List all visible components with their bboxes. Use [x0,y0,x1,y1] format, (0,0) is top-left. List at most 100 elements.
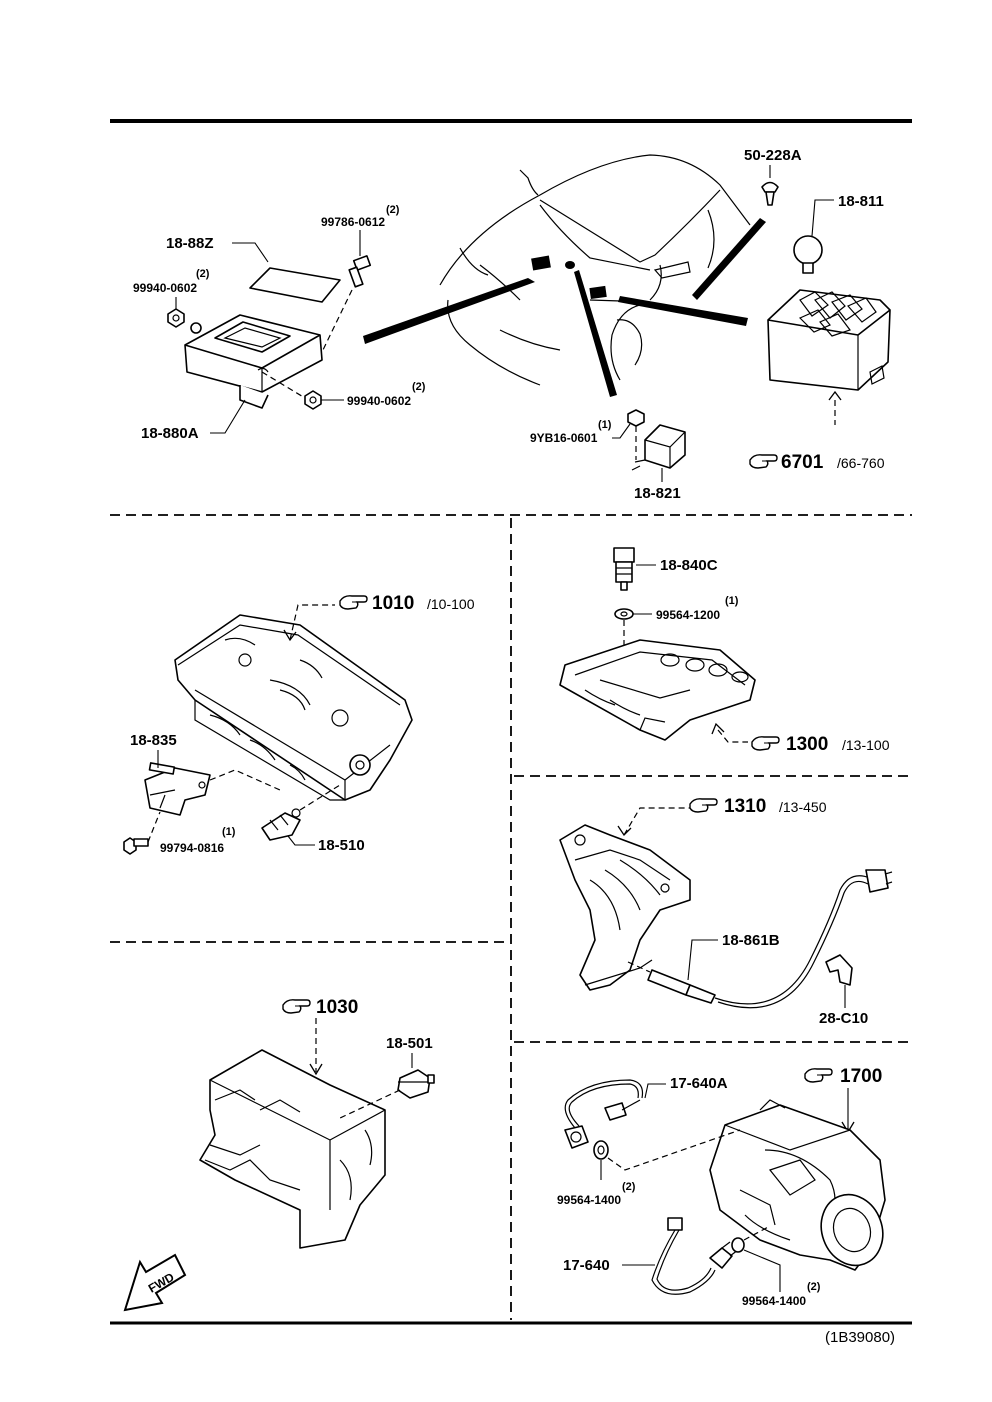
part-label-99794-0816: 99794-0816 [160,841,224,855]
hand-pointer-icon [282,999,311,1014]
bolt-9yb16-0601 [627,409,645,427]
sensor-18-510 [261,808,301,841]
ref-number-1700[interactable]: 1700 [840,1066,882,1087]
leader-dash [623,807,690,836]
hand-pointer-icon [749,454,778,469]
leader-dash [627,961,651,973]
part-label-17-640a: 17-640A [670,1075,728,1092]
clip-50-228a [761,181,779,206]
oxygen-sensor-18-861b [647,869,893,1009]
knock-sensor-18-501 [397,1069,435,1099]
vehicle-outline-illustration [439,154,751,386]
part-label-18-811: 18-811 [838,193,884,210]
part-label-99564-1400: 99564-1400 [557,1193,621,1207]
sensor-bracket-18-835 [144,762,211,816]
part-label-99940-0602: 99940-0602 [347,394,411,408]
leader-dash [209,769,281,791]
location-wedge [363,278,535,344]
bolt-99794-0816 [123,837,149,855]
relay-box-assembly [767,289,891,391]
leader-line [811,199,834,237]
arrow-up [711,722,725,735]
ref-page-1310[interactable]: /13-450 [779,799,827,815]
relay-18-821 [631,424,686,471]
part-qty: (1) [725,595,739,607]
part-label-99564-1400: 99564-1400 [742,1294,806,1308]
intake-manifold-illustration [559,639,756,741]
washer-99564-1200 [614,608,634,620]
ref-page-1010[interactable]: /10-100 [427,596,475,612]
part-label-17-640: 17-640 [563,1257,610,1274]
part-label-18-840c: 18-840C [660,557,718,574]
leader-dash [261,371,306,399]
washer-99564-1400 [731,1237,745,1253]
transmission-illustration [709,1099,886,1271]
part-qty: (2) [807,1281,821,1293]
leader-dash [289,604,335,641]
ref-page-1300[interactable]: /13-100 [842,737,890,753]
clip-28-c10 [825,954,853,986]
sensor-17-640a [564,1079,644,1149]
exhaust-manifold-illustration [559,824,691,991]
part-label-18-880a: 18-880A [141,425,199,442]
label-sheet-18-88z [249,267,341,303]
leader-line [210,399,246,434]
part-label-9yb16-0601: 9YB16-0601 [530,431,598,445]
location-wedge [574,270,617,397]
part-label-99786-0612: 99786-0612 [321,215,385,229]
part-label-18-835: 18-835 [130,732,177,749]
sensor-18-840c [613,547,635,591]
leader-dash [717,729,748,743]
part-qty: (2) [196,268,210,280]
ref-number-1300[interactable]: 1300 [786,734,828,755]
part-label-28-c10: 28-C10 [819,1010,868,1027]
part-label-50-228a: 50-228A [744,147,802,164]
location-wedge [692,218,766,300]
part-label-18-861b: 18-861B [722,932,780,949]
washer-99564-1400 [593,1140,609,1160]
ref-number-1030[interactable]: 1030 [316,997,358,1018]
leader-dash [339,1089,401,1119]
part-label-18-821: 18-821 [634,485,681,502]
leader-line [232,242,269,263]
part-qty: (1) [598,419,612,431]
leader-line [743,1249,781,1292]
arrow-down [617,825,632,837]
ref-number-1310[interactable]: 1310 [724,796,766,817]
leader-line [612,423,631,439]
part-qty: (2) [622,1181,636,1193]
leader-dash [607,1129,741,1171]
cylinder-head-illustration [174,614,413,801]
ref-page-6701[interactable]: /66-760 [837,455,885,471]
part-label-99564-1200: 99564-1200 [656,608,720,622]
leader-line [644,1083,666,1099]
part-label-18-501: 18-501 [386,1035,433,1052]
part-qty: (2) [412,381,426,393]
leader-dash [147,811,161,843]
sensor-17-640 [651,1217,739,1295]
cylinder-block-illustration [199,1049,386,1249]
location-wedge [618,296,748,326]
arrow-up [828,390,842,401]
hand-pointer-icon [689,798,718,813]
hand-pointer-icon [339,595,368,610]
relay-18-811 [793,235,823,274]
leader-line [687,939,718,981]
hand-pointer-icon [751,736,780,751]
leader-dash [321,289,353,353]
ref-number-6701[interactable]: 6701 [781,452,824,473]
hand-pointer-icon [804,1068,833,1083]
ref-number-1010[interactable]: 1010 [372,593,414,614]
ecu-module-18-880a [184,314,323,409]
part-qty: (1) [222,826,236,838]
nut-99940-0602 [304,390,322,410]
part-label-18-510: 18-510 [318,837,365,854]
arrow-down [309,1063,323,1076]
leader-dash [743,1225,771,1241]
part-label-99940-0602: 99940-0602 [133,281,197,295]
arrow-down [283,629,297,642]
part-label-18-88z: 18-88Z [166,235,214,252]
nut-99940-0602 [167,308,185,328]
leader-line [287,835,315,846]
